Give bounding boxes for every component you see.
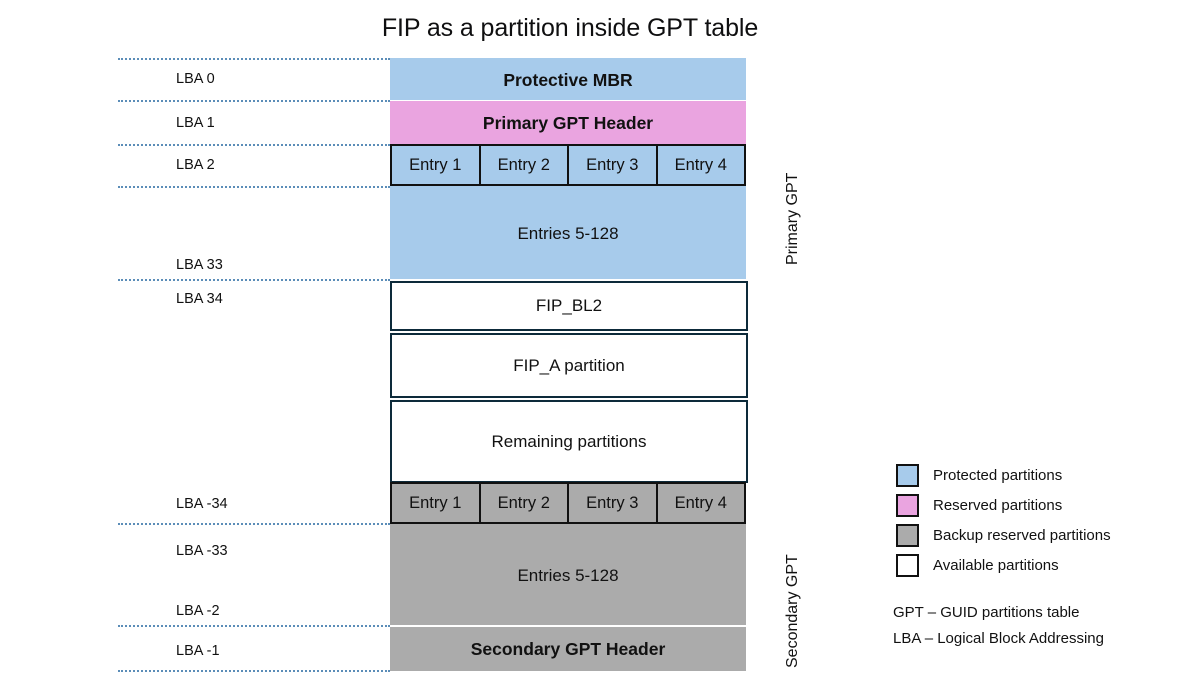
legend: Protected partitions Reserved partitions… [896, 460, 1111, 580]
block-entries-secondary: Entries 5-128 [390, 524, 746, 625]
entry-cell: Entry 4 [674, 493, 727, 512]
legend-label: Backup reserved partitions [933, 526, 1111, 544]
lba-label-0: LBA 0 [176, 71, 215, 87]
entry-cell: Entry 2 [481, 146, 569, 184]
block-secondary-gpt-header-label: Secondary GPT Header [470, 639, 666, 659]
side-label-secondary-gpt: Secondary GPT [784, 554, 801, 668]
gridline [118, 523, 390, 525]
legend-swatch-reserved [896, 493, 919, 517]
entry-cell: Entry 2 [481, 484, 569, 522]
legend-item-backup-reserved: Backup reserved partitions [896, 520, 1111, 550]
legend-label: Available partitions [933, 556, 1059, 574]
block-remaining-partitions: Remaining partitions [390, 400, 748, 483]
gridline [118, 100, 390, 102]
block-protective-mbr: Protective MBR [390, 58, 746, 100]
entry-cell: Entry 1 [392, 146, 481, 184]
gridline [118, 58, 390, 60]
block-entries-secondary-label: Entries 5-128 [517, 566, 619, 585]
legend-label: Reserved partitions [933, 496, 1063, 514]
lba-label-1: LBA 1 [176, 115, 215, 131]
entry-cell: Entry 1 [392, 484, 481, 522]
block-secondary-gpt-header: Secondary GPT Header [390, 627, 746, 671]
abbreviation-gpt: GPT – GUID partitions table [893, 604, 1080, 621]
abbreviation-lba: LBA – Logical Block Addressing [893, 630, 1104, 647]
lba-label-n1: LBA -1 [176, 643, 220, 659]
gridline [118, 279, 390, 281]
lba-label-34: LBA 34 [176, 291, 223, 307]
legend-swatch-backup-reserved [896, 523, 919, 547]
entry-cell: Entry 3 [569, 484, 658, 522]
lba-label-n34: LBA -34 [176, 496, 228, 512]
entry-row-secondary: Entry 1 Entry 2 Entry 3 Entry 4 [390, 482, 746, 524]
block-fip-a: FIP_A partition [390, 333, 748, 398]
lba-label-n2: LBA -2 [176, 603, 220, 619]
legend-label: Protected partitions [933, 466, 1063, 484]
block-entries-primary-label: Entries 5-128 [517, 224, 619, 243]
entry-row-primary: Entry 1 Entry 2 Entry 3 Entry 4 [390, 144, 746, 186]
entry-cell: Entry 4 [674, 155, 727, 174]
page-title: FIP as a partition inside GPT table [381, 14, 759, 42]
side-label-primary-gpt: Primary GPT [784, 172, 801, 265]
block-primary-gpt-header: Primary GPT Header [390, 101, 746, 144]
legend-item-protected: Protected partitions [896, 460, 1111, 490]
legend-item-available: Available partitions [896, 550, 1111, 580]
block-primary-gpt-header-label: Primary GPT Header [482, 113, 654, 133]
gridline [118, 625, 390, 627]
gridline [118, 144, 390, 146]
gridline [118, 670, 390, 672]
gridline [118, 186, 390, 188]
legend-item-reserved: Reserved partitions [896, 490, 1111, 520]
entry-cell: Entry 3 [569, 146, 658, 184]
legend-swatch-available [896, 553, 919, 577]
lba-label-33: LBA 33 [176, 257, 223, 273]
abbreviation-list: GPT – GUID partitions table LBA – Logica… [893, 600, 1104, 652]
block-fip-bl2: FIP_BL2 [390, 281, 748, 331]
lba-label-n33: LBA -33 [176, 543, 228, 559]
legend-swatch-protected [896, 463, 919, 487]
lba-label-2: LBA 2 [176, 157, 215, 173]
block-protective-mbr-label: Protective MBR [503, 70, 633, 90]
block-entries-primary: Entries 5-128 [390, 186, 746, 279]
